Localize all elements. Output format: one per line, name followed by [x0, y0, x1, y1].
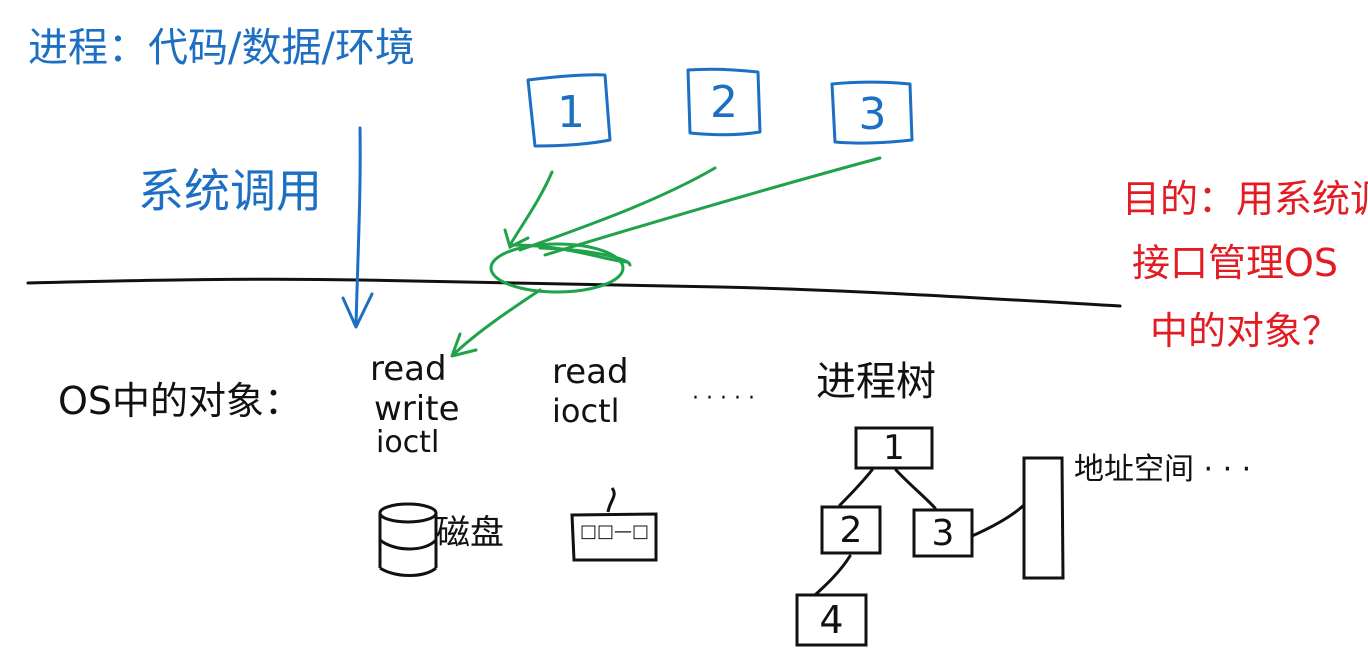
process-tree-label: 进程树	[816, 359, 936, 405]
goal-question-line-3: 中的对象？	[1150, 309, 1341, 353]
process-2-label: 2	[710, 76, 738, 128]
process-tree-strokes	[795, 426, 1026, 647]
os-objects-label: OS中的对象：	[58, 379, 303, 423]
disk-label: 磁盘	[436, 513, 504, 553]
process-1-label: 1	[557, 86, 585, 138]
process-components-note: 进程：代码/数据/环境	[28, 25, 415, 71]
gate-to-interface-arrow	[453, 288, 542, 355]
syscall-arrow-head	[341, 292, 374, 329]
interface-write: write	[374, 389, 460, 429]
interface-read-2: read	[552, 352, 629, 392]
syscall-label: 系统调用	[138, 164, 322, 218]
process-box-3	[830, 80, 914, 145]
goal-question-line-2: 接口管理OS	[1132, 241, 1339, 285]
address-space-label: 地址空间 · · ·	[1074, 452, 1252, 487]
process-3-label: 3	[858, 88, 887, 140]
process-box-2	[686, 67, 762, 137]
interface-read-1: read	[370, 349, 447, 389]
syscall-arrow	[354, 126, 362, 327]
process-box-1	[526, 73, 612, 148]
user-kernel-boundary-line	[26, 277, 1122, 308]
tree-node-3: 3	[931, 512, 955, 554]
green-arrows	[503, 156, 882, 267]
gate-to-interface-arrow-head	[450, 332, 478, 358]
tree-node-4: 4	[819, 598, 844, 642]
address-space-column	[1022, 456, 1065, 580]
interface-ioctl-2: ioctl	[552, 392, 620, 430]
interface-ioctl-1: ioctl	[376, 425, 440, 460]
tree-node-2: 2	[839, 509, 863, 551]
goal-question-line-1: 目的：用系统调用	[1122, 177, 1368, 221]
disk-cylinder	[378, 502, 438, 577]
device-box	[570, 487, 658, 562]
device-label: □□—□	[580, 521, 650, 542]
more-objects-ellipsis: · · · · ·	[692, 386, 755, 411]
syscall-gate-ellipse	[489, 242, 625, 294]
tree-node-1: 1	[883, 428, 905, 468]
